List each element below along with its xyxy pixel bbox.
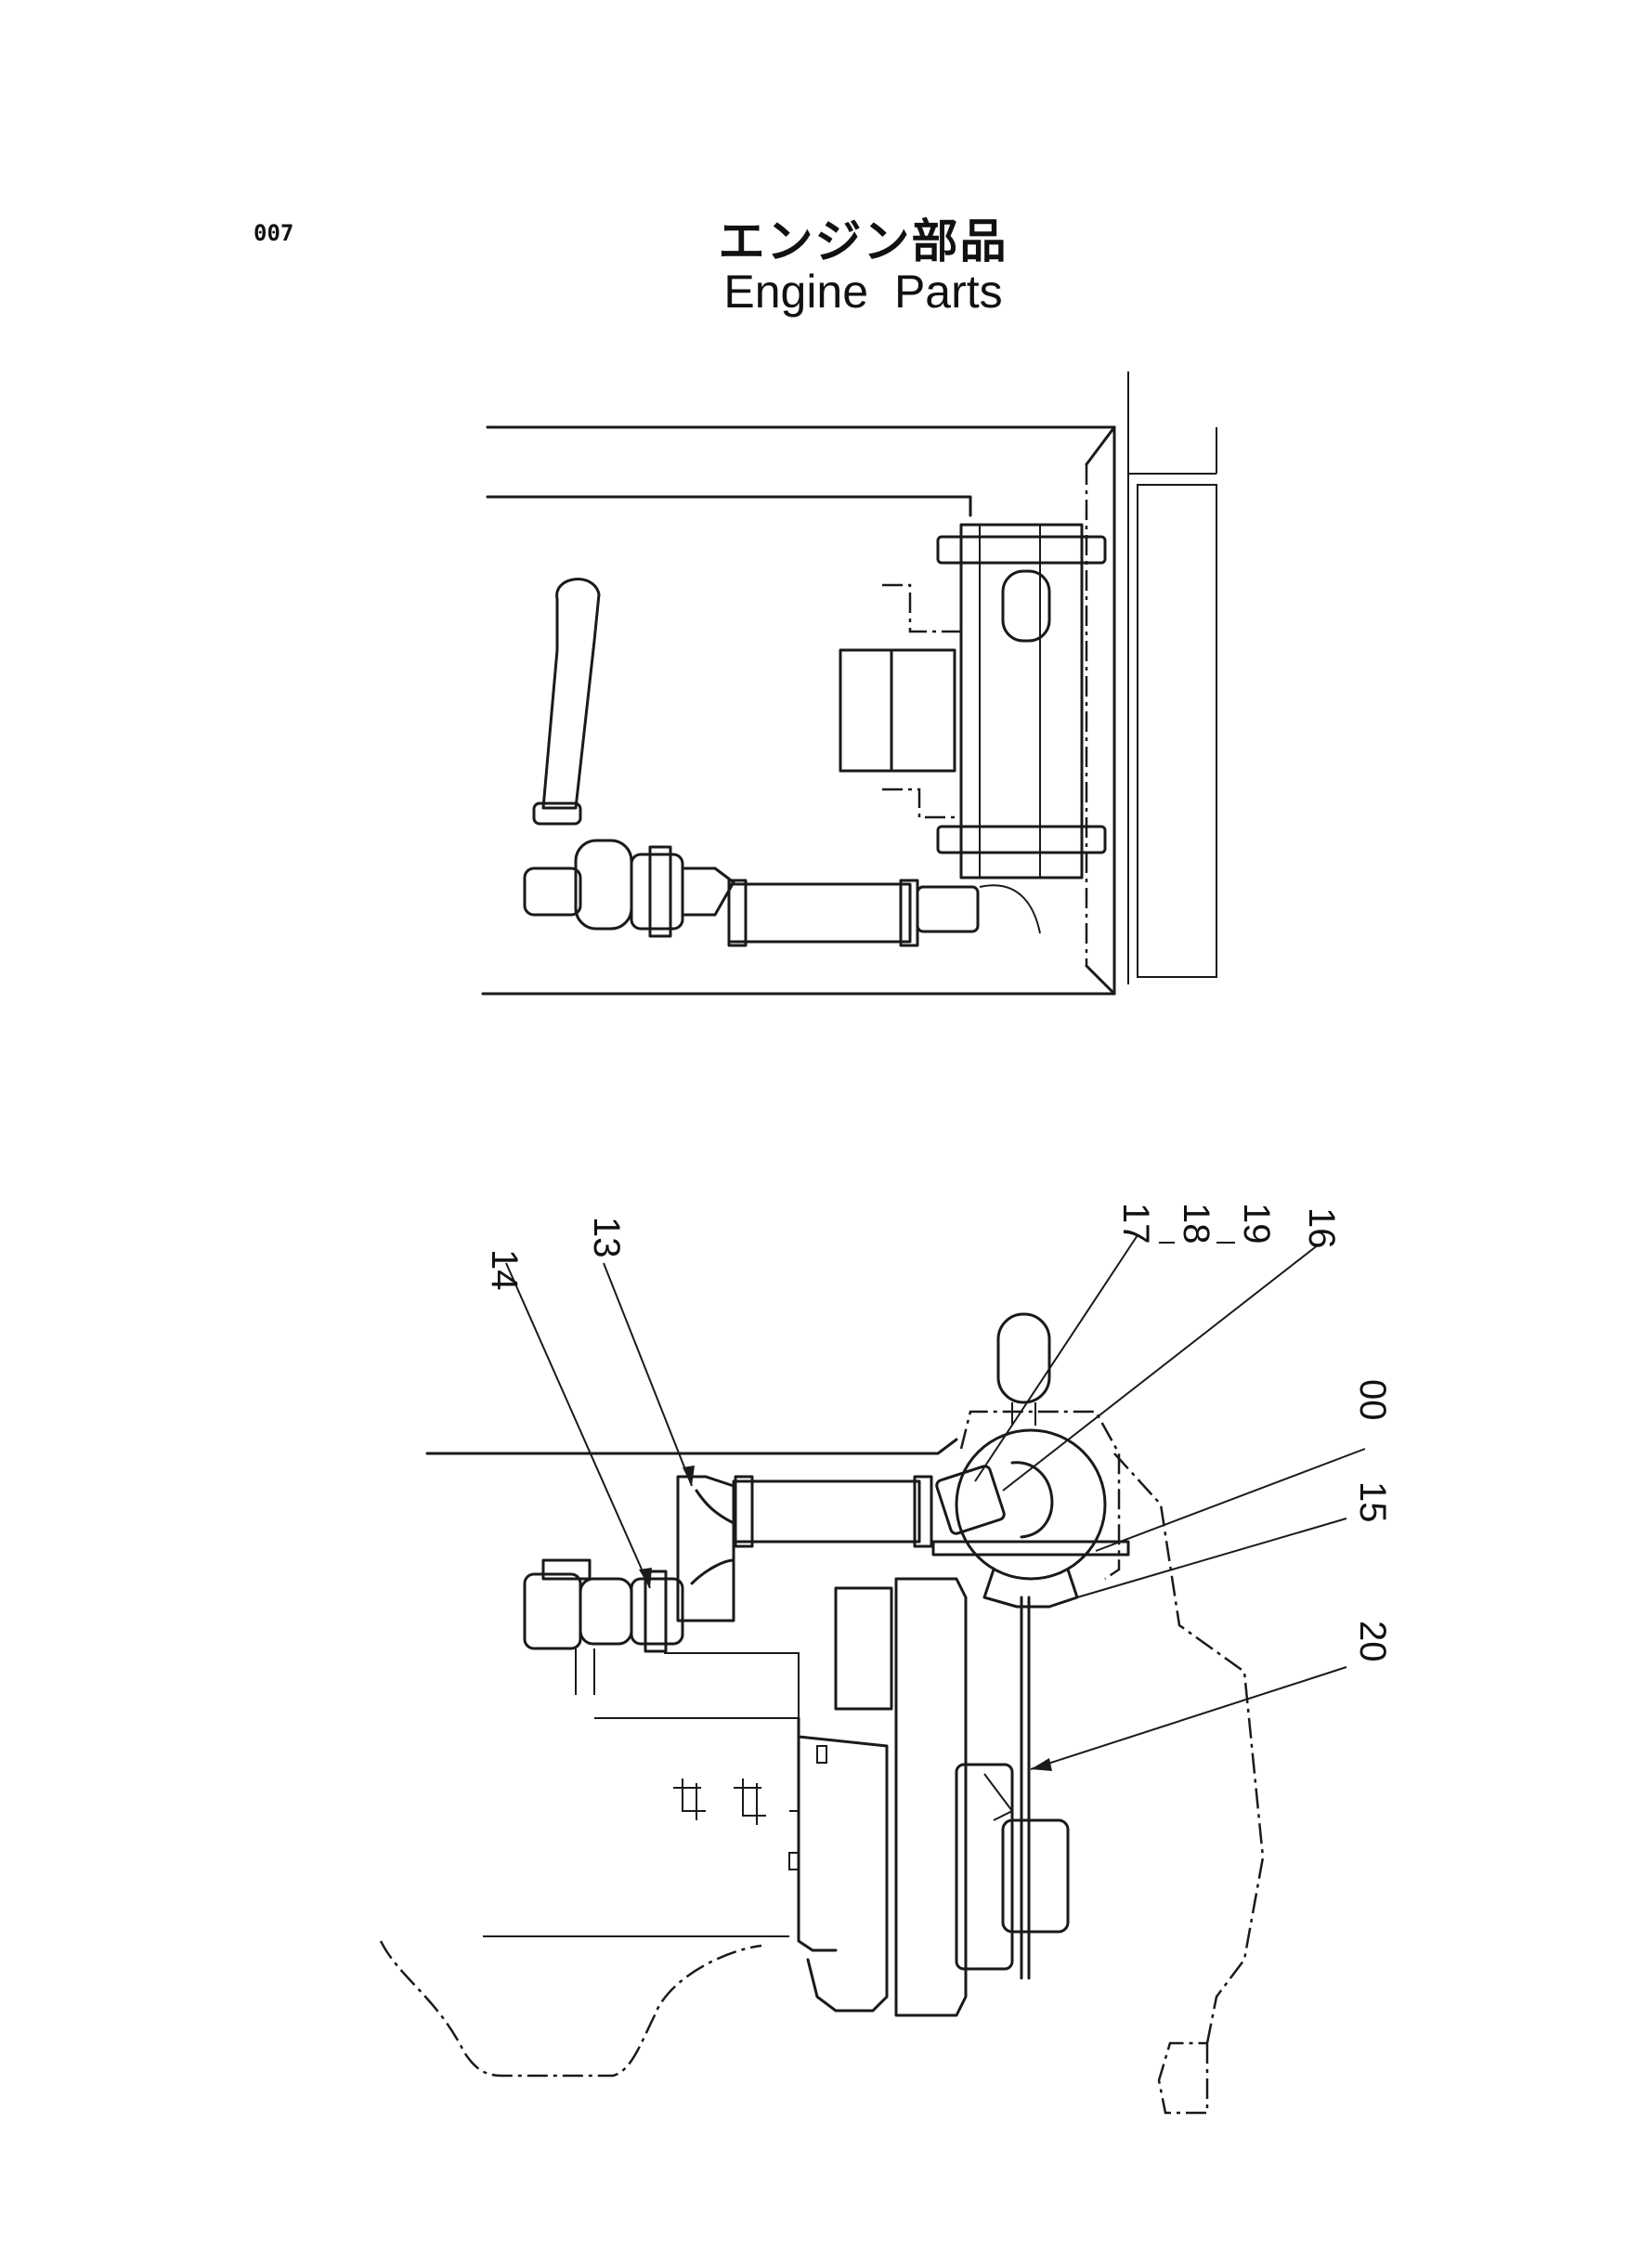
- callout-20: 20: [1352, 1621, 1393, 1662]
- top-view-intake-pipe: [523, 839, 1041, 947]
- side-view-fan: [834, 1577, 1070, 2017]
- callout-17: 17: [1115, 1203, 1156, 1244]
- callout-leaders: [505, 1234, 1366, 1770]
- side-view-intake-pipe: [676, 1475, 933, 1622]
- callout-15: 15: [1352, 1481, 1393, 1523]
- page-number: 007: [254, 220, 294, 246]
- top-view-fan: [839, 583, 961, 819]
- top-view-air-cleaner: [936, 523, 1107, 879]
- callout-labels: 14 13 17 18 19 16 00 15 20: [484, 1203, 1393, 1662]
- side-view-engine-block: [673, 1716, 889, 2013]
- callout-00: 00: [1352, 1379, 1393, 1421]
- side-view-turbo: [523, 1558, 800, 1719]
- callout-13: 13: [586, 1217, 627, 1258]
- callout-18: 18: [1176, 1203, 1216, 1244]
- side-view-air-cleaner: [931, 1410, 1130, 1609]
- page-title-english: Engine Parts: [723, 266, 1003, 318]
- callout-16: 16: [1301, 1207, 1342, 1249]
- callout-14: 14: [484, 1249, 525, 1291]
- top-view-exhaust-stack: [532, 578, 601, 826]
- callout-19: 19: [1236, 1203, 1277, 1244]
- side-view-exhaust-stack: [996, 1312, 1051, 1426]
- top-view-frame: [481, 371, 1217, 996]
- page-title-japanese: エンジン部品: [718, 215, 1008, 268]
